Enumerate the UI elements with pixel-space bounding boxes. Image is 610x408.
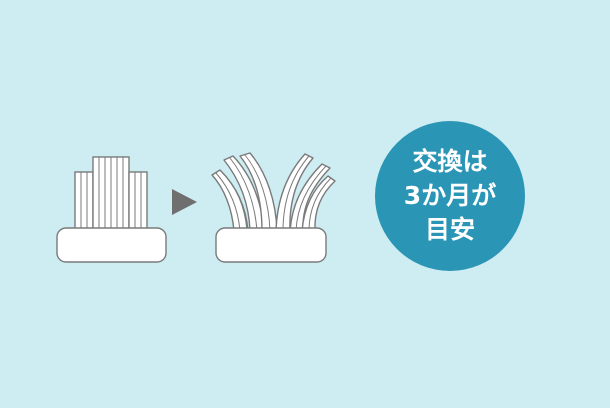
badge-line-1: 交換は [412,147,488,176]
right-triangle-arrow-icon [172,189,197,215]
new-toothbrush-head-icon [56,156,167,263]
replacement-guideline-badge: 交換は 3か月が 目安 [375,121,525,271]
badge-line-2: 3か月が [403,181,497,210]
badge-line-3: 目安 [424,215,475,244]
worn-toothbrush-head-icon [211,152,336,263]
